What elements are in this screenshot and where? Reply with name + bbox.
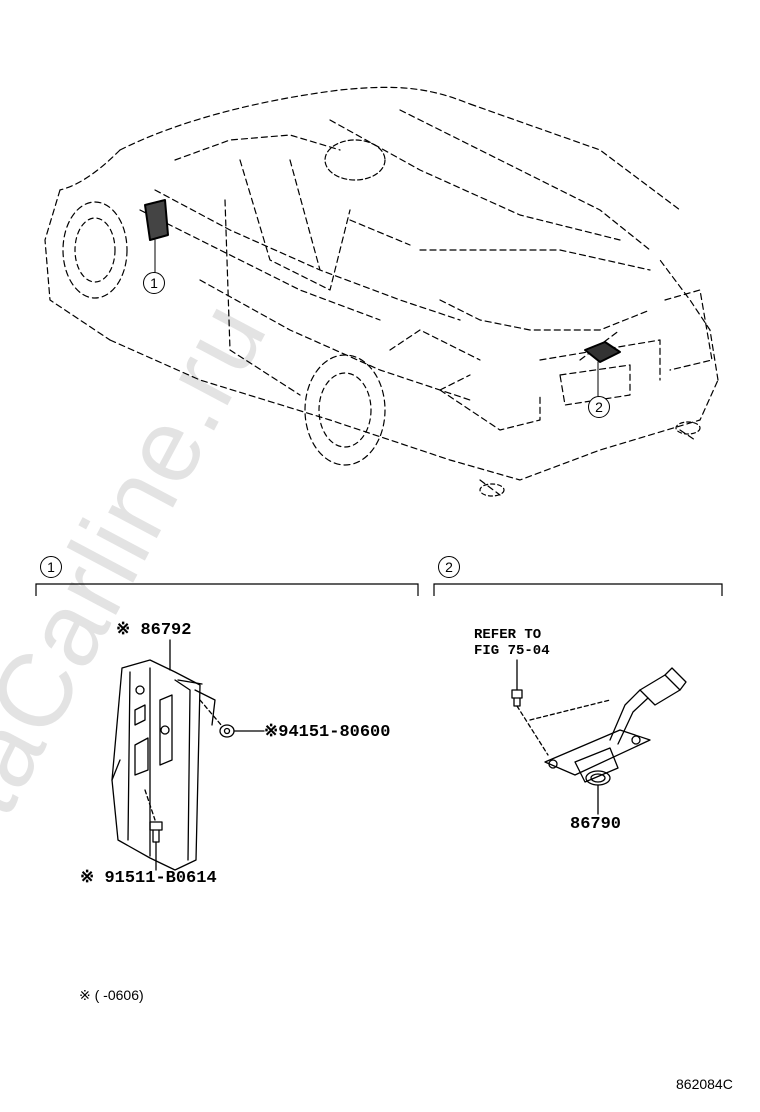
figure-code: 862084C [676,1076,733,1092]
part-label-86790: 86790 [570,815,622,834]
refer-fig-line: FIG 75-04 [474,643,550,659]
footnote-applicability: ※ ( -0606) [79,987,144,1003]
part-label-94151-80600: ※94151-80600 [264,723,391,742]
part-label-91511-B0614: ※ 91511-B0614 [80,869,217,888]
part-label-86792: ※ 86792 [116,621,192,640]
callout-1-car: 1 [143,272,165,294]
section-2-marker: 2 [438,556,460,578]
refer-to-line: REFER TO [474,627,542,643]
callout-2-car: 2 [588,396,610,418]
section-1-marker: 1 [40,556,62,578]
